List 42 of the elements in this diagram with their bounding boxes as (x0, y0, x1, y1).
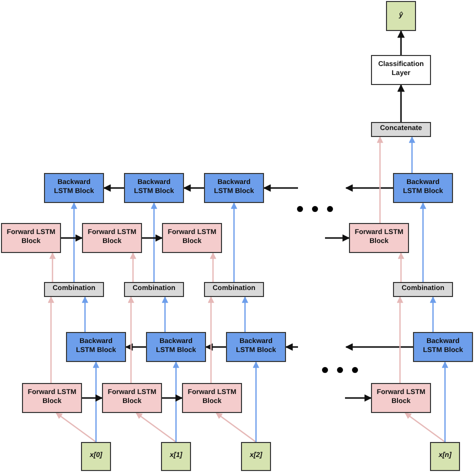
arrow (430, 296, 436, 332)
arrow (345, 394, 372, 402)
arrow (408, 136, 416, 173)
arrow (442, 361, 448, 442)
arrow (345, 184, 393, 192)
arrow (404, 412, 446, 443)
arrow (325, 234, 350, 242)
arrow (162, 394, 183, 402)
arrow (230, 202, 238, 282)
arrow (130, 252, 136, 282)
arrow (208, 296, 214, 383)
arrow (242, 296, 248, 332)
arrow (397, 30, 405, 55)
arrow (345, 343, 413, 351)
arrow (142, 234, 163, 242)
arrow (216, 412, 256, 443)
arrow (82, 296, 88, 332)
arrow (125, 343, 146, 351)
arrow (285, 343, 298, 351)
arrow (92, 361, 100, 442)
arrow (136, 412, 176, 443)
arrow (396, 296, 404, 383)
arrow (162, 296, 168, 332)
arrow (205, 343, 226, 351)
arrow (420, 202, 426, 282)
arrow (128, 296, 134, 383)
arrow (48, 296, 54, 383)
arrow (61, 234, 83, 242)
arrow (398, 252, 404, 282)
arrow (82, 394, 103, 402)
arrow (103, 184, 124, 192)
arrow (252, 361, 260, 442)
arrow (210, 252, 216, 282)
arrow (263, 184, 298, 192)
arrow (183, 184, 204, 192)
arrow (172, 361, 180, 442)
arrow (56, 412, 96, 443)
arrow (49, 252, 56, 282)
arrow (397, 84, 405, 122)
arrow (70, 202, 78, 282)
arrow (376, 136, 384, 223)
arrow (150, 202, 158, 282)
